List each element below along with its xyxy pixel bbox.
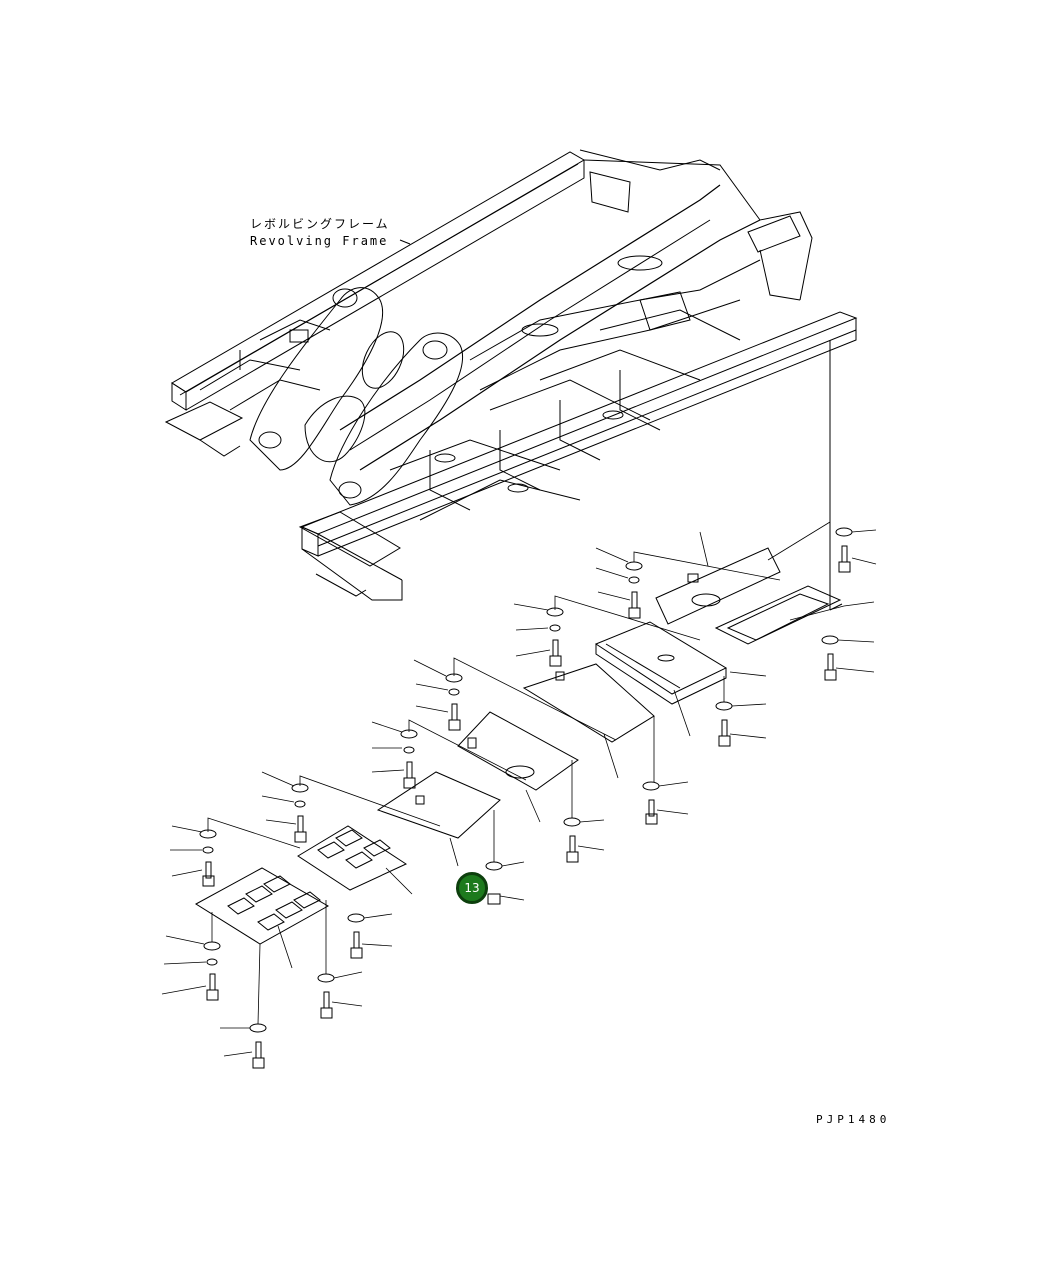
bolt-icon	[488, 894, 500, 904]
bolt-icon	[253, 1042, 264, 1068]
bolt-icon	[295, 816, 306, 842]
revolving-frame	[166, 150, 856, 600]
washer-icon	[564, 818, 580, 826]
bolt-icon	[567, 836, 578, 862]
washer-icon	[836, 528, 852, 536]
washer-icon	[207, 959, 217, 965]
cover-plate-icon	[196, 548, 840, 944]
frame-label-jp: レボルビングフレーム	[250, 217, 390, 231]
bolt-icon	[351, 932, 362, 958]
bolt-icon	[825, 654, 836, 680]
washer-icon	[716, 702, 732, 710]
bolt-icon	[629, 592, 640, 618]
washer-icon	[250, 1024, 266, 1032]
bolt-icon	[449, 704, 460, 730]
bolt-icon	[321, 992, 332, 1018]
leader-lines	[162, 522, 876, 1056]
bolt-icon	[550, 640, 561, 666]
washer-icon	[486, 862, 502, 870]
washer-icon	[295, 801, 305, 807]
washer-icon	[629, 577, 639, 583]
washer-icon	[203, 847, 213, 853]
drawing-code: PJP1480	[816, 1113, 891, 1126]
bolt-icon	[207, 974, 218, 1000]
bolt-icon	[404, 762, 415, 788]
bolt-icon	[646, 800, 657, 824]
fastener-stacks	[200, 528, 852, 1068]
washer-icon	[348, 914, 364, 922]
bolt-icon	[839, 546, 850, 572]
bolt-icon	[203, 862, 214, 886]
washer-icon	[449, 689, 459, 695]
washer-icon	[204, 942, 220, 950]
part-callout-badge[interactable]: 13	[456, 872, 488, 904]
washer-icon	[626, 562, 642, 570]
washer-icon	[822, 636, 838, 644]
frame-label-en: Revolving Frame	[250, 234, 389, 248]
frame-label: レボルビングフレーム Revolving Frame	[250, 216, 390, 250]
bolt-icon	[719, 720, 730, 746]
washer-icon	[404, 747, 414, 753]
washer-icon	[318, 974, 334, 982]
washer-icon	[643, 782, 659, 790]
washer-icon	[550, 625, 560, 631]
